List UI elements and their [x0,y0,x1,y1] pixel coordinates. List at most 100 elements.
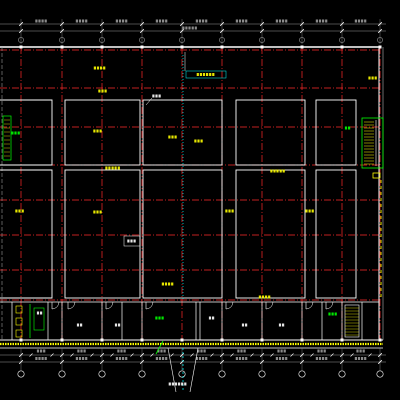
dimension-value [75,19,88,23]
axis-grid [0,47,381,340]
glyph-mark [258,295,261,299]
glyph-mark [111,166,114,170]
dimension-value [115,357,128,360]
glyph-mark [98,89,101,93]
dimension-tick [350,353,354,357]
glyph-mark [237,349,240,353]
glyph-mark [43,349,46,353]
glyph-mark [357,357,361,360]
dimension-value [75,357,88,360]
glyph-mark [361,19,364,23]
glyph-mark [325,357,328,360]
glyph-mark [155,19,158,23]
glyph-mark [283,349,286,353]
glyph-mark [82,19,85,23]
glyph-mark [163,349,166,353]
glyph-mark [105,166,108,170]
glyph-mark [195,19,198,23]
glyph-mark [205,357,208,360]
dimension-value [35,357,47,360]
glyph-mark [165,357,168,360]
glyph-mark [80,323,83,327]
glyph-mark [108,166,111,170]
glyph-mark [261,295,265,299]
dimension-tick [130,353,134,357]
glyph-mark [320,349,323,353]
glyph-mark [100,66,103,70]
dimension-value [195,19,208,23]
glyph-mark [212,73,215,76]
column [378,338,382,342]
glyph-mark [199,73,202,76]
label-box [185,70,227,79]
glyph-mark [160,349,163,353]
glyph-mark [127,239,130,243]
glyph-mark [245,357,248,360]
dimension-tick [99,21,105,27]
glyph-mark [93,129,96,133]
glyph-mark [21,209,24,213]
column [140,45,144,49]
glyph-mark [315,19,318,23]
glyph-mark [155,316,158,320]
dimension-tick [170,353,174,357]
dimension-value [315,357,328,360]
dimension-value [235,19,248,23]
dimension-tick [59,28,65,34]
edge-detail [2,115,12,161]
axis-bubble [259,37,265,43]
room-label [98,89,107,93]
glyph-mark [165,19,168,23]
glyph-mark [118,323,121,327]
axis-bubble [258,370,266,378]
glyph-mark [155,94,158,98]
glyph-mark [78,19,82,23]
column [220,45,224,49]
glyph-mark [174,382,178,386]
axis-bubble [18,37,24,43]
axis-bubble [179,37,185,43]
dimension-value [157,349,166,353]
glyph-mark [85,19,88,23]
glyph-mark [101,89,104,93]
glyph-mark [162,357,165,360]
dimension-value [354,19,367,23]
glyph-mark [280,349,283,353]
glyph-mark [115,357,118,360]
glyph-mark [117,349,120,353]
axis-bubble [298,370,306,378]
glyph-mark [278,19,282,23]
glyph-mark [242,19,245,23]
column [60,45,64,49]
glyph-mark [334,312,337,316]
glyph-mark [318,357,322,360]
room-label [225,209,234,213]
ramp-label [168,382,187,386]
glyph-mark [78,357,82,360]
entrance-ramp [155,340,199,393]
glyph-mark [202,19,205,23]
glyph-mark [96,210,99,214]
room-label [368,76,377,80]
top-axis-bubbles [18,37,383,43]
dimension-tick [210,353,214,357]
glyph-mark [80,349,83,353]
room-partition [0,99,53,166]
door-swing [265,301,274,310]
glyph-mark [83,349,86,353]
dimension-tick [179,28,185,34]
dimension-tick [99,28,105,34]
glyph-mark [115,19,118,23]
glyph-mark [194,26,197,30]
dimension-tick [310,353,314,357]
column [19,338,23,342]
glyph-mark [212,316,215,320]
glyph-mark [171,135,174,139]
column [378,45,382,49]
glyph-mark [357,19,361,23]
glyph-mark [122,19,125,23]
room-label [105,166,120,170]
glyph-mark [93,66,96,70]
dimension-tick [377,21,383,27]
glyph-mark [120,349,123,353]
